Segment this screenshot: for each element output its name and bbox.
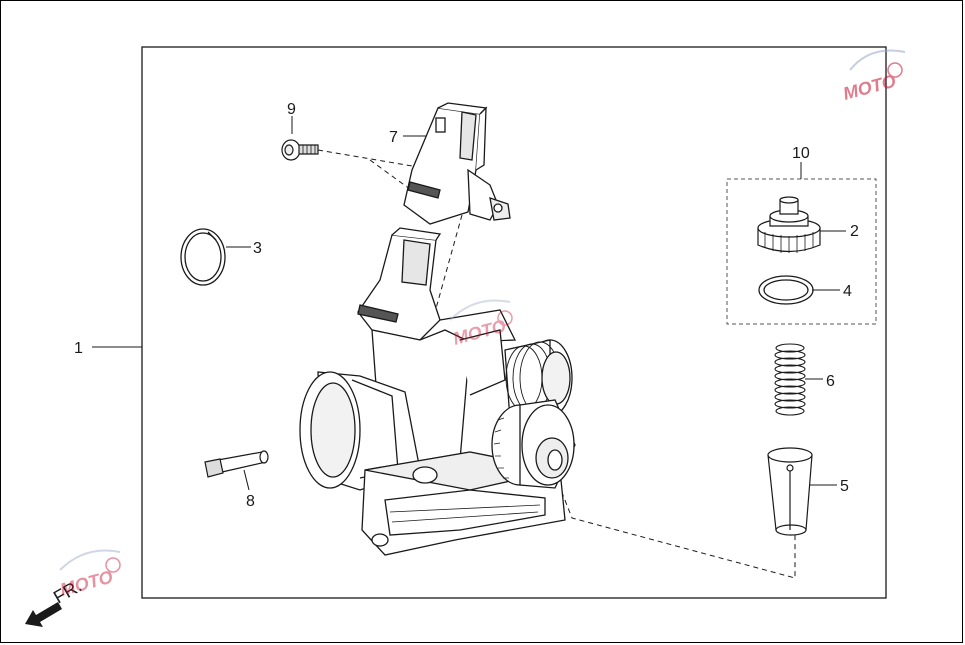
watermark-logo-top: MOTO — [841, 49, 906, 104]
gear-logo-icon — [497, 310, 513, 326]
callout-9: 9 — [287, 101, 296, 118]
callout-4: 4 — [843, 283, 852, 300]
svg-text:MOTO: MOTO — [58, 567, 115, 600]
pin-part-8 — [204, 450, 269, 478]
leader-lines — [92, 116, 846, 491]
assembly-border — [141, 46, 887, 599]
callout-6: 6 — [826, 373, 835, 390]
gasket-part-4 — [758, 275, 814, 305]
gear-logo-icon — [887, 62, 903, 78]
gear-logo-icon — [105, 557, 121, 573]
callout-8: 8 — [246, 493, 255, 510]
spring-part-6 — [774, 343, 806, 416]
callout-10: 10 — [792, 145, 810, 162]
callout-labels: 1 2 3 4 5 6 7 8 9 10 — [74, 101, 859, 510]
sensor-part-7 — [403, 102, 511, 225]
sleeve-part-5 — [767, 447, 813, 536]
cap-part-2 — [757, 196, 821, 253]
snap-ring-part-3 — [180, 228, 226, 286]
arrow-down-left-icon — [25, 602, 62, 627]
svg-text:MOTO: MOTO — [841, 71, 898, 104]
callout-7: 7 — [389, 129, 398, 146]
callout-3: 3 — [253, 240, 262, 257]
throttle-body-part-1 — [299, 227, 576, 556]
callout-1: 1 — [74, 340, 83, 357]
callout-2: 2 — [850, 223, 859, 240]
kit-group-box — [726, 178, 877, 325]
watermark-logo-bottom: MOTO — [58, 549, 121, 600]
bolt-part-9 — [281, 139, 319, 161]
callout-5: 5 — [840, 478, 849, 495]
